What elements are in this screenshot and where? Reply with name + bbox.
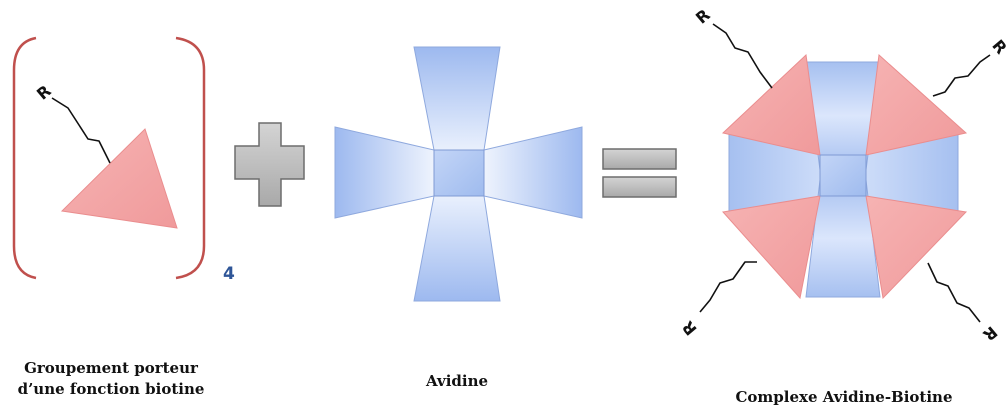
- biotin-group-caption-line2: d’une fonction biotine: [18, 380, 205, 398]
- complex-triangle-bottom-left: [722, 195, 821, 300]
- avidin-subunit-right: [483, 126, 583, 219]
- avidin-caption: Avidine: [425, 372, 488, 390]
- right-bracket: [175, 36, 206, 280]
- complex-linker-top-left: [712, 23, 773, 89]
- avidin-core: [433, 149, 485, 197]
- equals-sign: [602, 148, 677, 198]
- plus-sign: [234, 122, 305, 207]
- avidin-tetramer: [334, 46, 583, 302]
- equals-bar-bottom: [602, 176, 677, 198]
- complex-linker-top-right: [932, 54, 991, 97]
- biotin-group: R 4: [12, 36, 235, 284]
- complex-r-group-bottom-left: R: [678, 317, 700, 339]
- complex-linker-bottom-right: [927, 262, 981, 323]
- linker-chain: [51, 97, 111, 164]
- complex-r-group-top-right: R: [988, 36, 1008, 58]
- equals-bar-top: [602, 148, 677, 170]
- complex-core: [819, 154, 867, 197]
- r-group-label: R: [33, 81, 55, 103]
- stoichiometry-subscript: 4: [223, 264, 235, 284]
- complex-linker-bottom-left: [699, 261, 757, 313]
- complex-r-group-top-left: R: [692, 5, 714, 27]
- complex-caption: Complexe Avidine-Biotine: [735, 388, 952, 406]
- complex-triangle-top-left: [721, 53, 821, 156]
- avidin-subunit-left: [334, 126, 435, 219]
- biotin-triangle: [60, 128, 178, 229]
- avidin-biotin-complex: R R R R: [678, 5, 1008, 344]
- avidin-subunit-top: [413, 46, 501, 151]
- complex-r-group-bottom-right: R: [979, 322, 1001, 344]
- left-bracket: [12, 36, 37, 280]
- complex-triangle-bottom-right: [865, 195, 968, 300]
- complex-triangle-top-right: [865, 53, 968, 156]
- avidin-subunit-bottom: [413, 195, 501, 302]
- biotin-group-caption-line1: Groupement porteur: [24, 359, 199, 377]
